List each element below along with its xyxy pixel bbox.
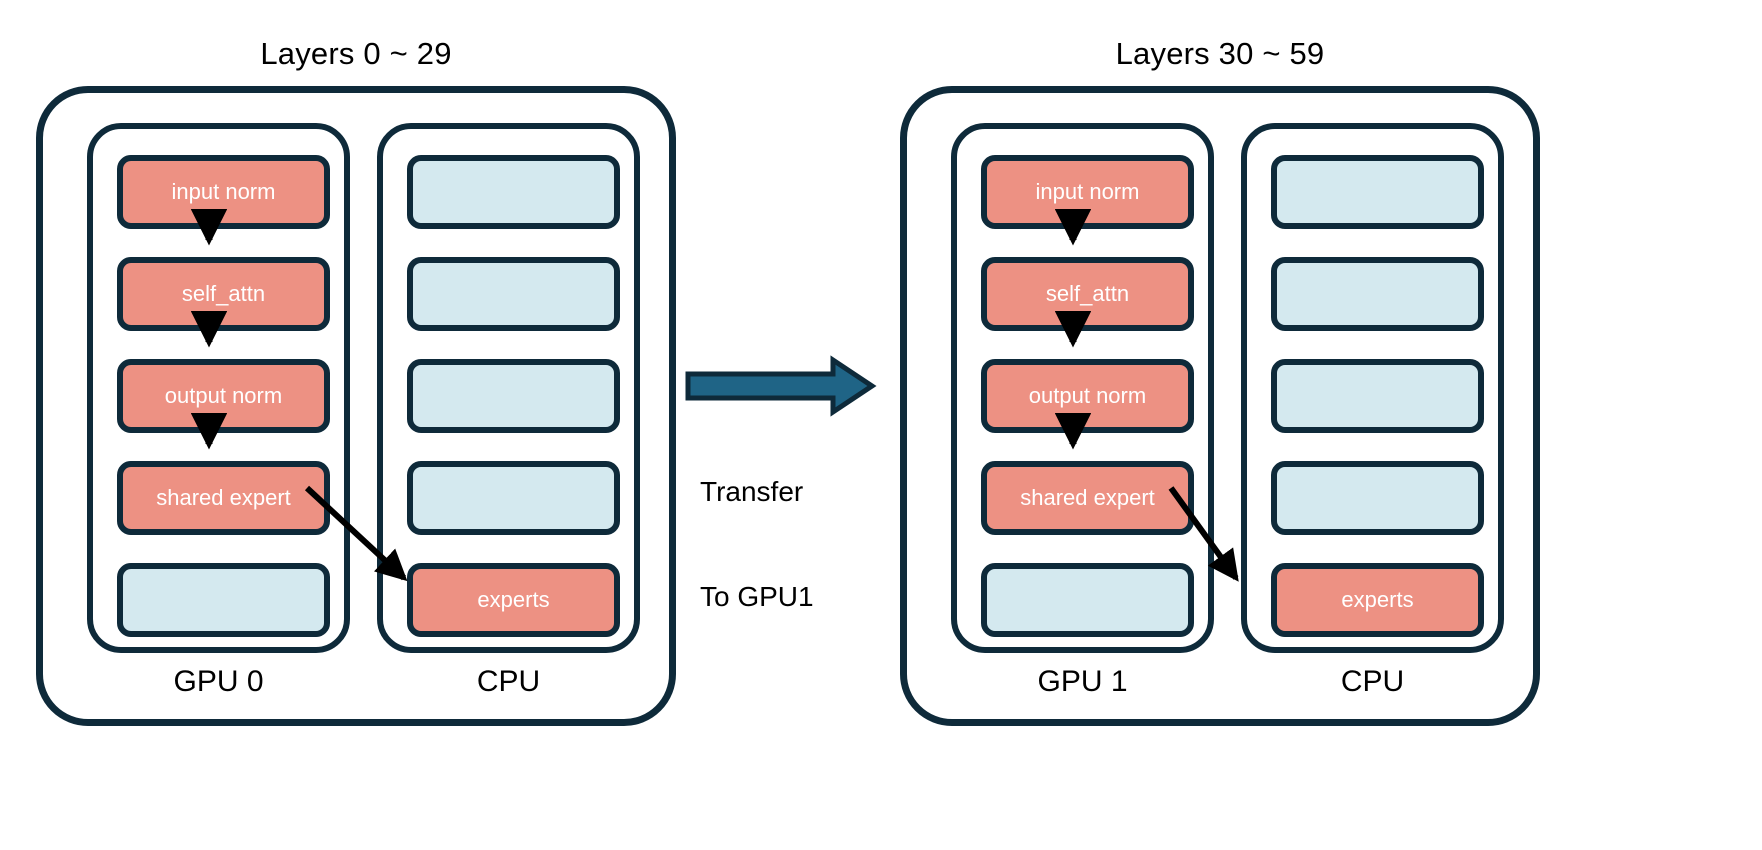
block-placeholder-cpu1-4[interactable] — [1271, 461, 1484, 535]
block-placeholder-cpu0-1[interactable] — [407, 155, 620, 229]
column-label-gpu0: GPU 0 — [173, 665, 264, 698]
column-gpu0: input norm self_attn output norm shared … — [87, 123, 350, 653]
block-placeholder-cpu1-3[interactable] — [1271, 359, 1484, 433]
block-self-attn-gpu1[interactable]: self_attn — [981, 257, 1194, 331]
block-input-norm-gpu1[interactable]: input norm — [981, 155, 1194, 229]
transfer-label-line2: To GPU1 — [700, 581, 814, 612]
block-output-norm-gpu1[interactable]: output norm — [981, 359, 1194, 433]
column-cpu1: experts — [1241, 123, 1504, 653]
block-placeholder-gpu0[interactable] — [117, 563, 330, 637]
block-shared-expert-gpu0[interactable]: shared expert — [117, 461, 330, 535]
block-placeholder-cpu1-1[interactable] — [1271, 155, 1484, 229]
block-self-attn-gpu0[interactable]: self_attn — [117, 257, 330, 331]
transfer-label-line1: Transfer — [700, 476, 804, 507]
block-output-norm-gpu0[interactable]: output norm — [117, 359, 330, 433]
panel-layers-0-29: input norm self_attn output norm shared … — [36, 86, 676, 726]
block-experts-cpu0[interactable]: experts — [407, 563, 620, 637]
block-placeholder-cpu0-3[interactable] — [407, 359, 620, 433]
block-input-norm-gpu0[interactable]: input norm — [117, 155, 330, 229]
column-label-cpu1: CPU — [1340, 665, 1405, 698]
block-experts-cpu1[interactable]: experts — [1271, 563, 1484, 637]
block-placeholder-cpu1-2[interactable] — [1271, 257, 1484, 331]
column-cpu0: experts — [377, 123, 640, 653]
transfer-arrow-label: Transfer To GPU1 — [700, 404, 890, 684]
column-label-cpu0: CPU — [476, 665, 541, 698]
block-shared-expert-gpu1[interactable]: shared expert — [981, 461, 1194, 535]
panel-title-right: Layers 30 ~ 59 — [1115, 36, 1325, 71]
column-label-gpu1: GPU 1 — [1037, 665, 1128, 698]
block-placeholder-gpu1[interactable] — [981, 563, 1194, 637]
column-gpu1: input norm self_attn output norm shared … — [951, 123, 1214, 653]
block-placeholder-cpu0-4[interactable] — [407, 461, 620, 535]
block-placeholder-cpu0-2[interactable] — [407, 257, 620, 331]
panel-layers-30-59: input norm self_attn output norm shared … — [900, 86, 1540, 726]
panel-title-left: Layers 0 ~ 29 — [260, 36, 452, 71]
